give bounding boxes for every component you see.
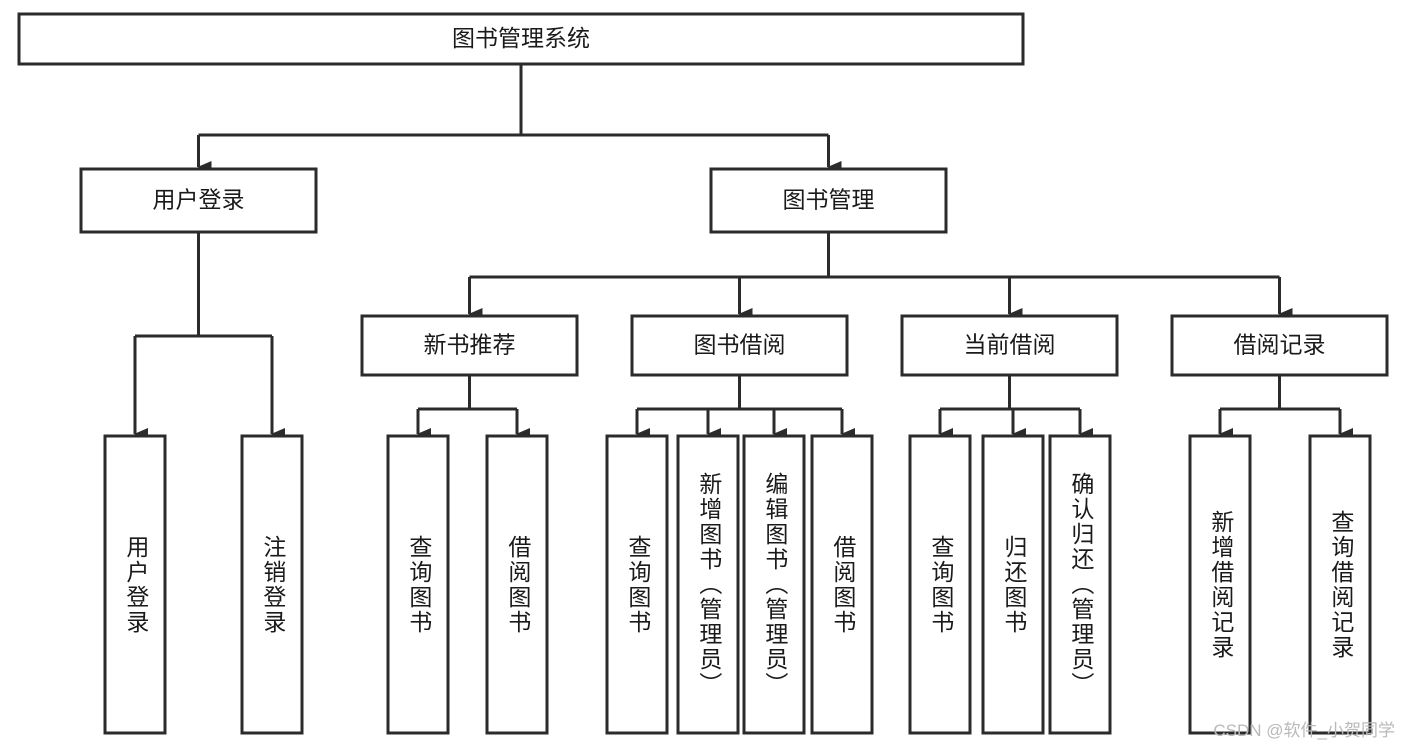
node-l2-0[interactable]	[79, 167, 318, 234]
node-leaf-6[interactable]	[742, 434, 806, 735]
node-leaf-12[interactable]	[1308, 434, 1372, 735]
node-root[interactable]	[17, 12, 1025, 66]
node-l3-3[interactable]	[1170, 314, 1389, 377]
node-leaf-10[interactable]	[1048, 434, 1112, 735]
node-l3-0[interactable]	[360, 314, 579, 377]
node-leaf-8[interactable]	[908, 434, 972, 735]
node-leaf-2[interactable]	[386, 434, 450, 735]
node-l2-label-0: 用户登录	[153, 187, 245, 213]
node-l3-label-0: 新书推荐	[424, 332, 516, 358]
node-leaf-5[interactable]	[676, 434, 740, 735]
node-l2-1[interactable]	[709, 167, 948, 234]
node-leaf-4[interactable]	[605, 434, 669, 735]
node-l2-label-1: 图书管理	[783, 187, 875, 213]
node-boxes	[17, 12, 1389, 735]
node-leaf-3[interactable]	[485, 434, 549, 735]
node-leaf-9[interactable]	[981, 434, 1045, 735]
node-root-label: 图书管理系统	[452, 25, 590, 51]
node-l3-label-1: 图书借阅	[694, 332, 786, 358]
connector-lines	[133, 64, 1353, 440]
node-l3-label-3: 借阅记录	[1234, 332, 1326, 358]
node-l3-label-2: 当前借阅	[964, 332, 1056, 358]
node-leaf-1[interactable]	[240, 434, 304, 735]
node-l3-1[interactable]	[630, 314, 849, 377]
watermark: CSDN @软件_小贺同学	[1213, 721, 1395, 740]
node-leaf-0[interactable]	[103, 434, 167, 735]
node-l3-2[interactable]	[900, 314, 1119, 377]
node-leaf-11[interactable]	[1188, 434, 1252, 735]
node-leaf-7[interactable]	[810, 434, 874, 735]
